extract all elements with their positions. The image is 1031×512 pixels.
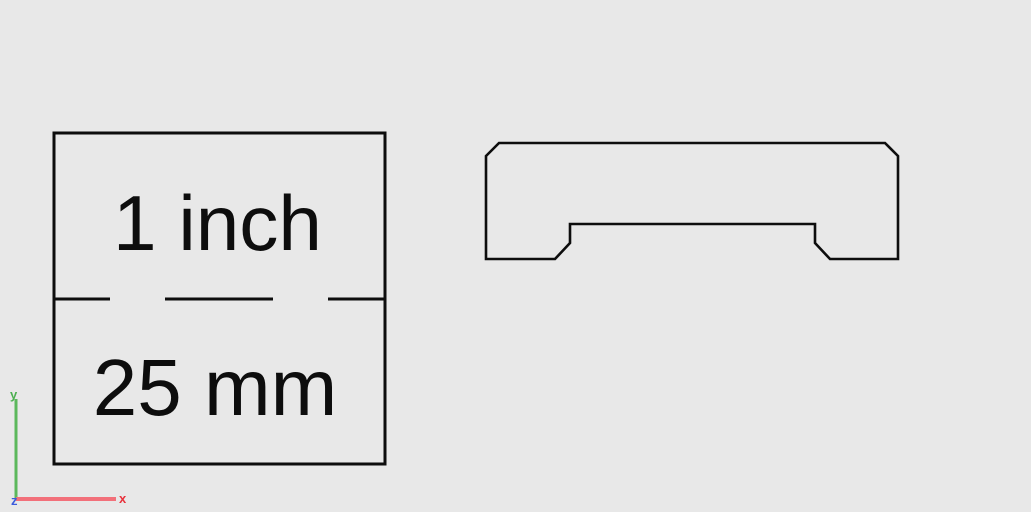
axis-triad: y x z [10,387,127,508]
axis-label-x: x [119,491,127,506]
scale-label-inch: 1 inch [113,179,322,267]
axis-label-y: y [10,387,18,402]
scale-reference-group[interactable]: 1 inch 25 mm [52,131,387,466]
part-profile-group[interactable] [484,141,900,261]
part-profile-outline[interactable] [484,141,900,261]
axis-label-z: z [11,493,18,508]
scale-label-mm: 25 mm [93,343,338,432]
